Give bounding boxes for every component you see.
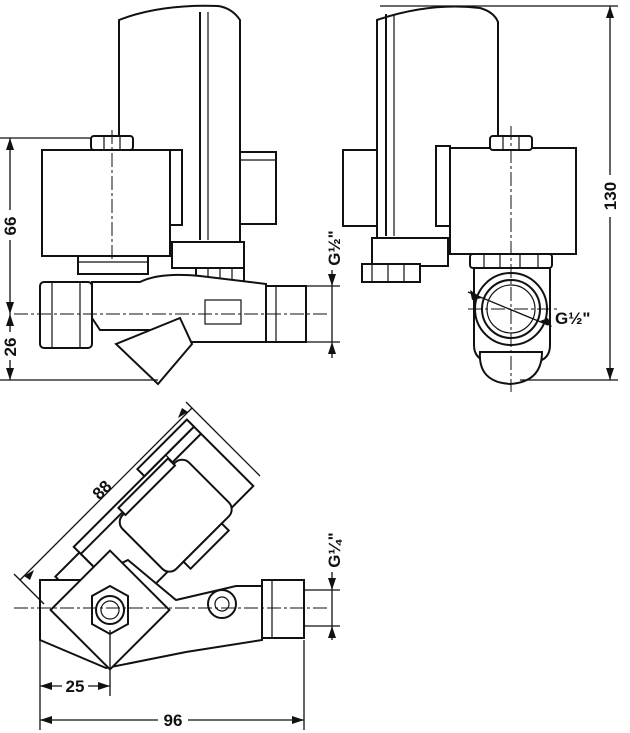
dim-26-label: 26 [1,338,20,357]
thread-top-label: G¼" [325,532,344,567]
thread-front-label: G½" [325,230,344,265]
thread-side-label: G½" [555,309,590,328]
dim-66-label: 66 [1,217,20,236]
top-view [13,401,340,730]
side-view [342,5,618,392]
dim-96-label: 96 [164,711,183,730]
dim-130-label: 130 [601,182,620,210]
dim-88-label: 88 [89,477,116,504]
dim-25-label: 25 [66,677,85,696]
front-view [0,4,340,386]
